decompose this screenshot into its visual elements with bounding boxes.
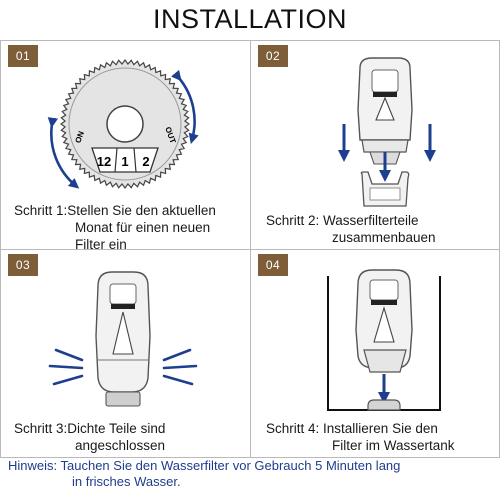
step-2-badge: 02 — [258, 45, 288, 67]
step-3-badge: 03 — [8, 254, 38, 276]
motion-lines-left-icon — [48, 348, 84, 386]
step-4-caption: Schritt 4: Installieren Sie den Filter i… — [266, 421, 455, 453]
step-3-caption: Schritt 3:Dichte Teile sind angeschlosse… — [14, 421, 166, 453]
page-title: INSTALLATION — [152, 4, 348, 34]
left-border — [0, 40, 1, 458]
rotate-arrow-right-icon — [171, 69, 199, 145]
sealed-filter-illustration — [48, 271, 198, 407]
assemble-filter-illustration — [338, 57, 436, 207]
rotate-arrow-left-icon — [47, 117, 80, 189]
step-4-badge: 04 — [258, 254, 288, 276]
step-1-caption: Schritt 1:Stellen Sie den aktuellen Mona… — [14, 203, 216, 252]
step-1-badge: 01 — [8, 45, 38, 67]
install-in-tank-illustration — [327, 269, 441, 411]
step-2-caption: Schritt 2: Wasserfilterteile zusammenbau… — [266, 213, 436, 245]
center-divider — [250, 40, 251, 458]
dial-month-12: 12 — [97, 154, 111, 169]
month-dial-illustration: 12 1 2 ON OUT — [47, 58, 199, 190]
dial-month-2: 2 — [142, 154, 149, 169]
hint-note: Hinweis: Tauchen Sie den Wasserfilter vo… — [8, 458, 401, 489]
dial-month-1: 1 — [121, 154, 128, 169]
motion-lines-right-icon — [162, 348, 198, 386]
